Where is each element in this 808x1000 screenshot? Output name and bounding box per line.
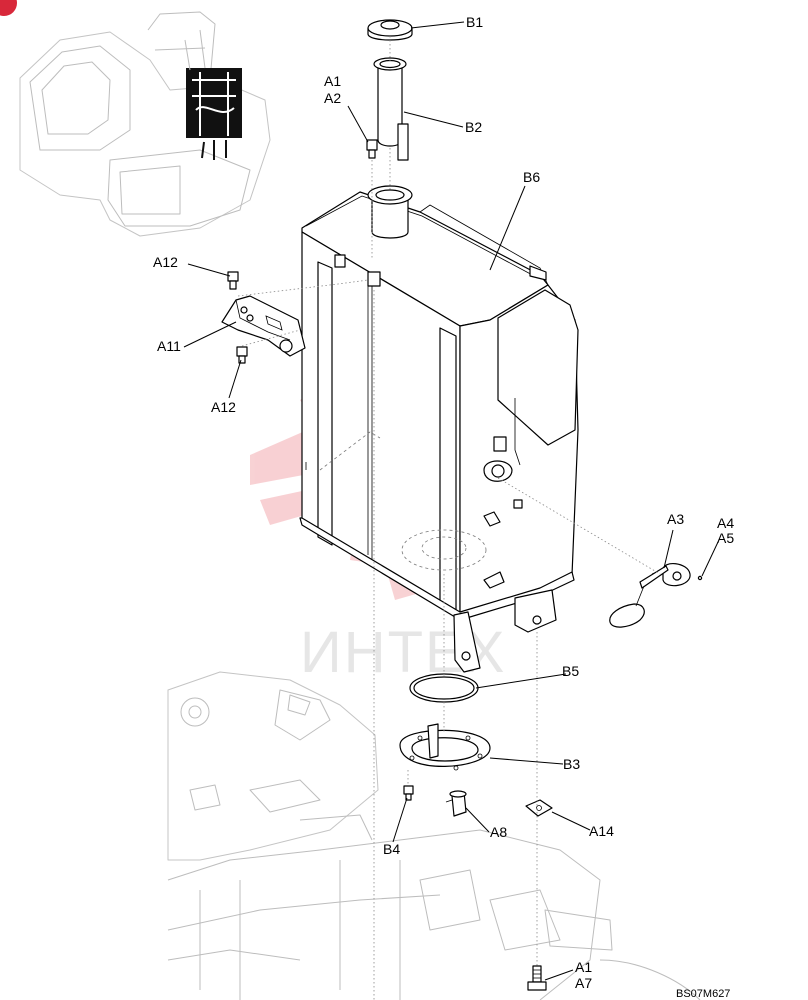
bracket-a11 (221, 295, 306, 357)
callout-b1: B1 (466, 14, 483, 30)
callout-b4: B4 (383, 841, 400, 857)
bolt-b4 (403, 785, 414, 801)
cover-plate-b3 (399, 723, 491, 771)
alignment-lines (237, 36, 661, 1000)
leader-lines (183, 21, 719, 981)
callout-b5: B5 (562, 663, 579, 679)
callout-a8: A8 (490, 824, 507, 840)
bolt-a1-a7-bottom (527, 965, 547, 991)
thumbnail-tank-highlight-icon (186, 68, 242, 138)
callout-a7: A7 (575, 975, 592, 991)
shim-a14 (525, 799, 553, 817)
drawing-code: BS07M627 (676, 988, 730, 1000)
filler-neck (367, 185, 413, 239)
callout-b3: B3 (563, 756, 580, 772)
callout-a4: A4 (717, 515, 734, 531)
callout-a12-top: A12 (153, 254, 178, 270)
callout-a12-bottom: A12 (211, 399, 236, 415)
callout-b6: B6 (523, 169, 540, 185)
callout-labels: B1 A1 A2 B2 B6 A12 A11 A12 A3 A4 A5 B5 B… (153, 14, 734, 1000)
level-sensor-a3 (609, 563, 703, 628)
callout-a5: A5 (717, 530, 734, 546)
bolt-a12-top (227, 271, 239, 290)
strainer-b2 (373, 57, 409, 161)
callout-b2: B2 (465, 119, 482, 135)
bolt-a1-a2-top (366, 139, 378, 159)
callout-a3: A3 (667, 511, 684, 527)
fitting-a8 (445, 790, 467, 817)
callout-a1-bottom: A1 (575, 959, 592, 975)
callout-a2: A2 (324, 90, 341, 106)
callout-a11: A11 (157, 338, 181, 354)
corner-badge (0, 0, 17, 16)
o-ring-b5 (409, 673, 479, 703)
callout-a14: A14 (589, 823, 614, 839)
callout-a1-top: A1 (324, 73, 341, 89)
hydraulic-tank-b6 (299, 191, 579, 673)
bolt-a12-bottom (236, 346, 248, 364)
machine-location-thumbnail (19, 11, 271, 237)
machine-frame-ghost (167, 671, 701, 1000)
